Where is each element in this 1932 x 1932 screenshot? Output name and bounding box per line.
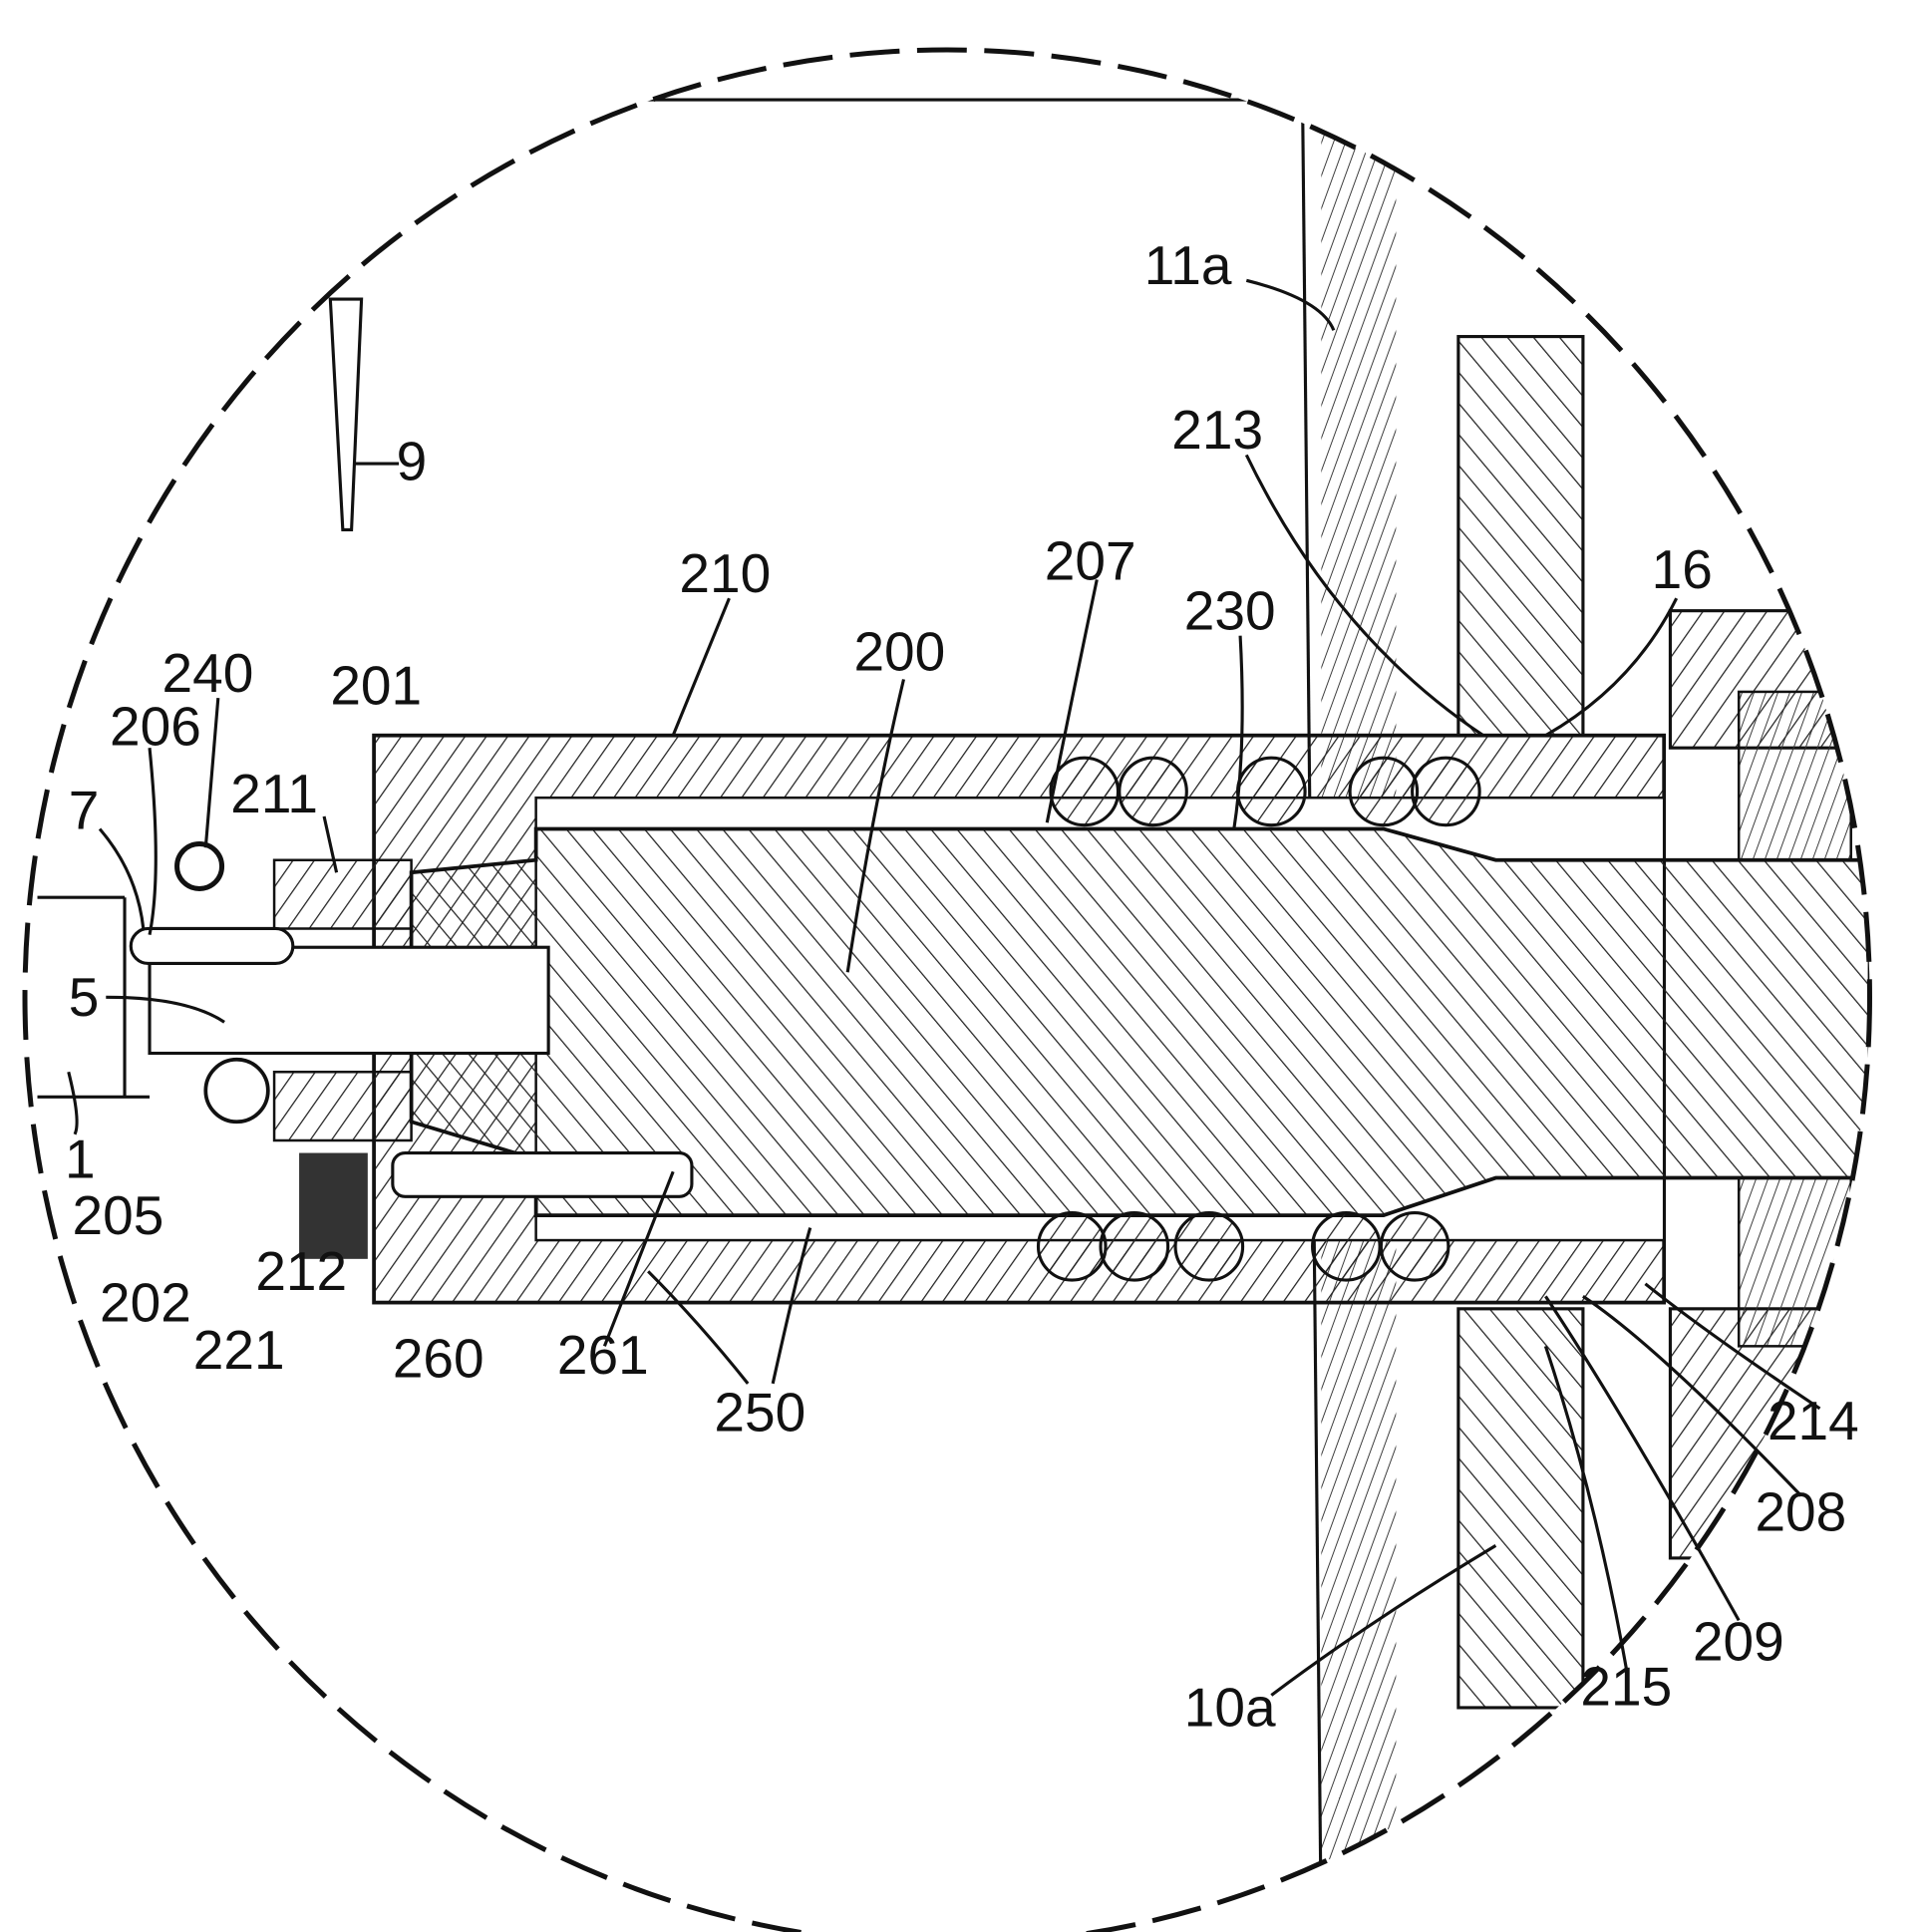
label-215: 215: [1580, 1655, 1672, 1717]
label-10a: 10a: [1184, 1677, 1276, 1739]
label-214: 214: [1768, 1390, 1859, 1451]
label-16: 16: [1652, 538, 1713, 600]
lower-block: [1456, 1307, 1585, 1710]
label-221: 221: [193, 1319, 285, 1381]
label-210: 210: [679, 542, 771, 604]
label-207: 207: [1045, 529, 1136, 591]
label-7: 7: [69, 779, 100, 840]
label-208: 208: [1755, 1480, 1846, 1542]
label-260: 260: [393, 1328, 484, 1390]
label-261: 261: [557, 1324, 649, 1386]
label-213: 213: [1171, 399, 1263, 461]
label-240: 240: [162, 642, 254, 704]
label-211: 211: [230, 763, 318, 824]
label-209: 209: [1693, 1610, 1784, 1672]
label-212: 212: [255, 1240, 347, 1302]
label-202: 202: [100, 1271, 191, 1333]
label-206: 206: [110, 696, 201, 758]
spring-coils-230: [1036, 756, 1481, 1282]
seal-block: [299, 1152, 368, 1259]
detail-circle: [22, 47, 1872, 1932]
label-5: 5: [69, 966, 100, 1028]
pin-261: [391, 1150, 694, 1198]
label-200: 200: [853, 621, 945, 683]
label-1: 1: [65, 1128, 96, 1190]
label-11a: 11a: [1144, 234, 1232, 296]
label-201: 201: [330, 654, 422, 716]
reference-labels: 9 11a 213 16 207 230 210 200 240 206 201…: [65, 234, 1859, 1739]
upper-block: [1456, 335, 1585, 738]
leader-lines: [67, 278, 1821, 1697]
label-9: 9: [397, 430, 428, 491]
label-230: 230: [1184, 579, 1276, 641]
label-205: 205: [73, 1184, 164, 1246]
tip-9: [328, 297, 364, 531]
label-250: 250: [714, 1381, 805, 1443]
